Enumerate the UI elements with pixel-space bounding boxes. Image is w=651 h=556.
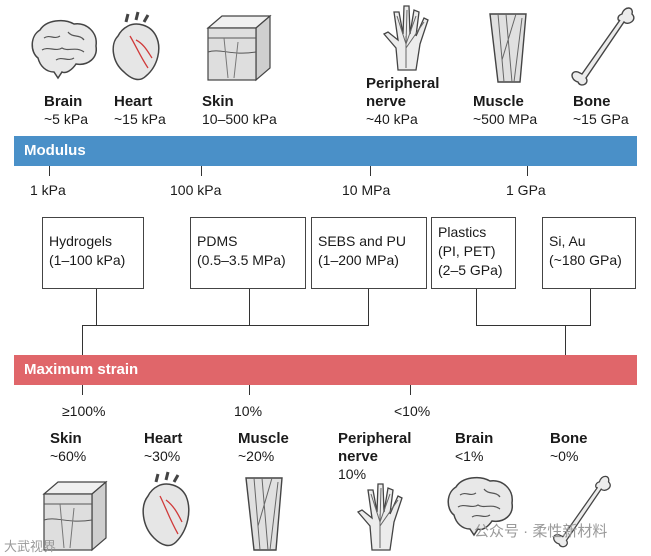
bottom-tissue-bone: Bone ~0%: [550, 430, 588, 465]
muscle-icon: [245, 477, 283, 551]
bottom-tissue-peripheral-nerve: Peripheral nerve 10%: [338, 430, 438, 483]
brain-icon: [31, 19, 97, 80]
tissue-strain: <1%: [455, 448, 484, 464]
material-range: (~180 GPa): [549, 252, 622, 268]
tissue-modulus: ~40 kPa: [366, 111, 418, 127]
tissue-strain: ~60%: [50, 448, 87, 464]
tissue-strain: ~30%: [144, 448, 181, 464]
strain-band-label: Maximum strain: [24, 361, 139, 378]
material-box-pdms: PDMS (0.5–3.5 MPa): [190, 217, 306, 289]
heart-icon: [142, 471, 190, 547]
modulus-tick-label: 1 GPa: [506, 182, 546, 198]
tissue-strain: 10%: [338, 466, 367, 482]
top-tissue-skin: Skin 10–500 kPa: [202, 93, 277, 128]
material-range: (2–5 GPa): [438, 262, 503, 278]
modulus-tick: [201, 166, 202, 176]
tissue-strain: ~20%: [238, 448, 275, 464]
tissue-name: Bone: [573, 93, 611, 110]
top-tissue-heart: Heart ~15 kPa: [114, 93, 166, 128]
tissue-name: Skin: [50, 430, 82, 447]
strain-tick-label: 10%: [234, 403, 263, 419]
connector: [476, 325, 591, 326]
tissue-name: Skin: [202, 93, 234, 110]
material-name: SEBS and PU: [318, 233, 406, 249]
strain-tick-label: <10%: [394, 403, 431, 419]
connector: [249, 289, 250, 325]
tissue-name: Muscle: [238, 430, 289, 447]
connector: [565, 325, 566, 355]
tissue-name: Brain: [455, 430, 494, 447]
watermark-right: 公众号 · 柔性新材料: [474, 523, 608, 540]
connector: [82, 325, 369, 326]
material-range: (0.5–3.5 MPa): [197, 252, 286, 268]
material-name: Plastics: [438, 224, 487, 240]
bottom-tissue-muscle: Muscle ~20%: [238, 430, 289, 465]
modulus-tick: [49, 166, 50, 176]
watermark-left: 大武视界: [4, 539, 57, 554]
brain-icon: [447, 476, 513, 537]
tissue-modulus: ~500 MPa: [473, 111, 538, 127]
bone-icon: [553, 475, 611, 548]
connector: [368, 289, 369, 325]
tissue-name: Heart: [114, 93, 153, 110]
skin-icon: [206, 14, 272, 82]
tissue-name: Bone: [550, 430, 588, 447]
material-name: PDMS: [197, 233, 238, 249]
modulus-tick: [370, 166, 371, 176]
top-tissue-brain: Brain ~5 kPa: [44, 93, 88, 128]
material-range: (1–100 kPa): [49, 252, 126, 268]
modulus-band: Modulus: [14, 136, 637, 166]
material-box-plastics: Plastics (PI, PET) (2–5 GPa): [431, 217, 516, 289]
skin-icon: [42, 480, 108, 552]
tissue-modulus: ~5 kPa: [44, 111, 88, 127]
strain-tick-label: ≥100%: [62, 403, 106, 419]
tissue-name: Peripheral nerve: [338, 430, 412, 465]
bone-icon: [571, 7, 635, 86]
top-tissue-muscle: Muscle ~500 MPa: [473, 93, 537, 128]
hand-nerve-icon: [356, 483, 403, 551]
connector: [590, 289, 591, 325]
tissue-modulus: 10–500 kPa: [202, 111, 277, 127]
material-box-si-au: Si, Au (~180 GPa): [542, 217, 636, 289]
bottom-tissue-skin: Skin ~60%: [50, 430, 86, 465]
bottom-tissue-heart: Heart ~30%: [144, 430, 182, 465]
tissue-strain: ~0%: [550, 448, 579, 464]
material-box-sebs-pu: SEBS and PU (1–200 MPa): [311, 217, 427, 289]
top-tissue-bone: Bone ~15 GPa: [573, 93, 629, 128]
tissue-name: Brain: [44, 93, 83, 110]
modulus-tick-label: 10 MPa: [342, 182, 391, 198]
heart-icon: [112, 11, 160, 81]
strain-band: Maximum strain: [14, 355, 637, 385]
connector: [82, 325, 83, 355]
strain-tick: [410, 385, 411, 395]
muscle-icon: [489, 13, 527, 83]
hand-nerve-icon: [382, 5, 429, 71]
material-name: Si, Au: [549, 233, 586, 249]
material-name: Hydrogels: [49, 233, 113, 249]
modulus-tick-label: 1 kPa: [30, 182, 66, 198]
strain-tick: [249, 385, 250, 395]
strain-tick: [82, 385, 83, 395]
connector: [96, 289, 97, 325]
top-tissue-peripheral-nerve: Peripheral nerve ~40 kPa: [366, 75, 466, 128]
material-box-hydrogels: Hydrogels (1–100 kPa): [42, 217, 144, 289]
material-name-line2: (PI, PET): [438, 243, 496, 259]
connector: [476, 289, 477, 325]
tissue-name: Peripheral nerve: [366, 75, 440, 110]
material-range: (1–200 MPa): [318, 252, 399, 268]
tissue-modulus: ~15 kPa: [114, 111, 166, 127]
modulus-band-label: Modulus: [24, 142, 86, 159]
bottom-tissue-brain: Brain <1%: [455, 430, 493, 465]
tissue-name: Muscle: [473, 93, 524, 110]
tissue-name: Heart: [144, 430, 183, 447]
modulus-tick: [527, 166, 528, 176]
tissue-modulus: ~15 GPa: [573, 111, 629, 127]
modulus-tick-label: 100 kPa: [170, 182, 222, 198]
